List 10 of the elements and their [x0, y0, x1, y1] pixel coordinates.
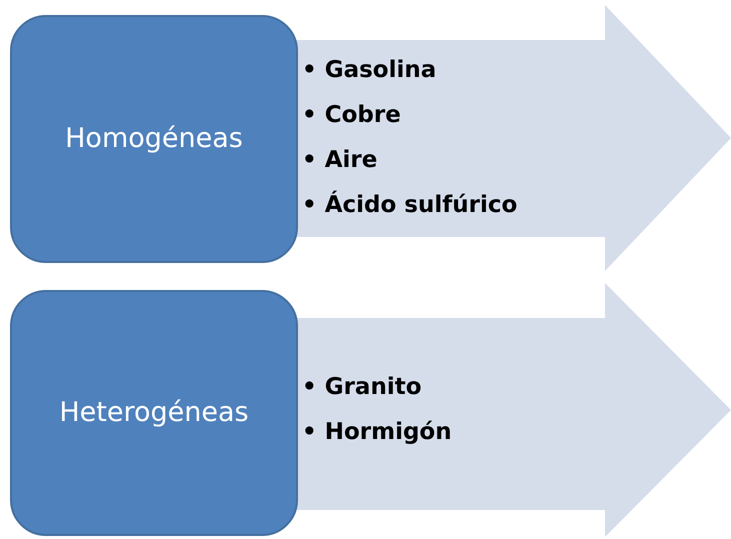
- list-item: • Gasolina: [302, 56, 436, 85]
- list-item: • Cobre: [302, 101, 401, 130]
- category-label: Heterogéneas: [59, 396, 249, 430]
- category-box: [10, 290, 298, 536]
- category-box: [10, 15, 298, 263]
- category-label: Homogéneas: [65, 122, 243, 156]
- list-item: • Aire: [302, 146, 378, 175]
- list-item: • Ácido sulfúrico: [302, 190, 518, 220]
- list-item: • Granito: [302, 373, 422, 402]
- list-item: • Hormigón: [302, 418, 452, 447]
